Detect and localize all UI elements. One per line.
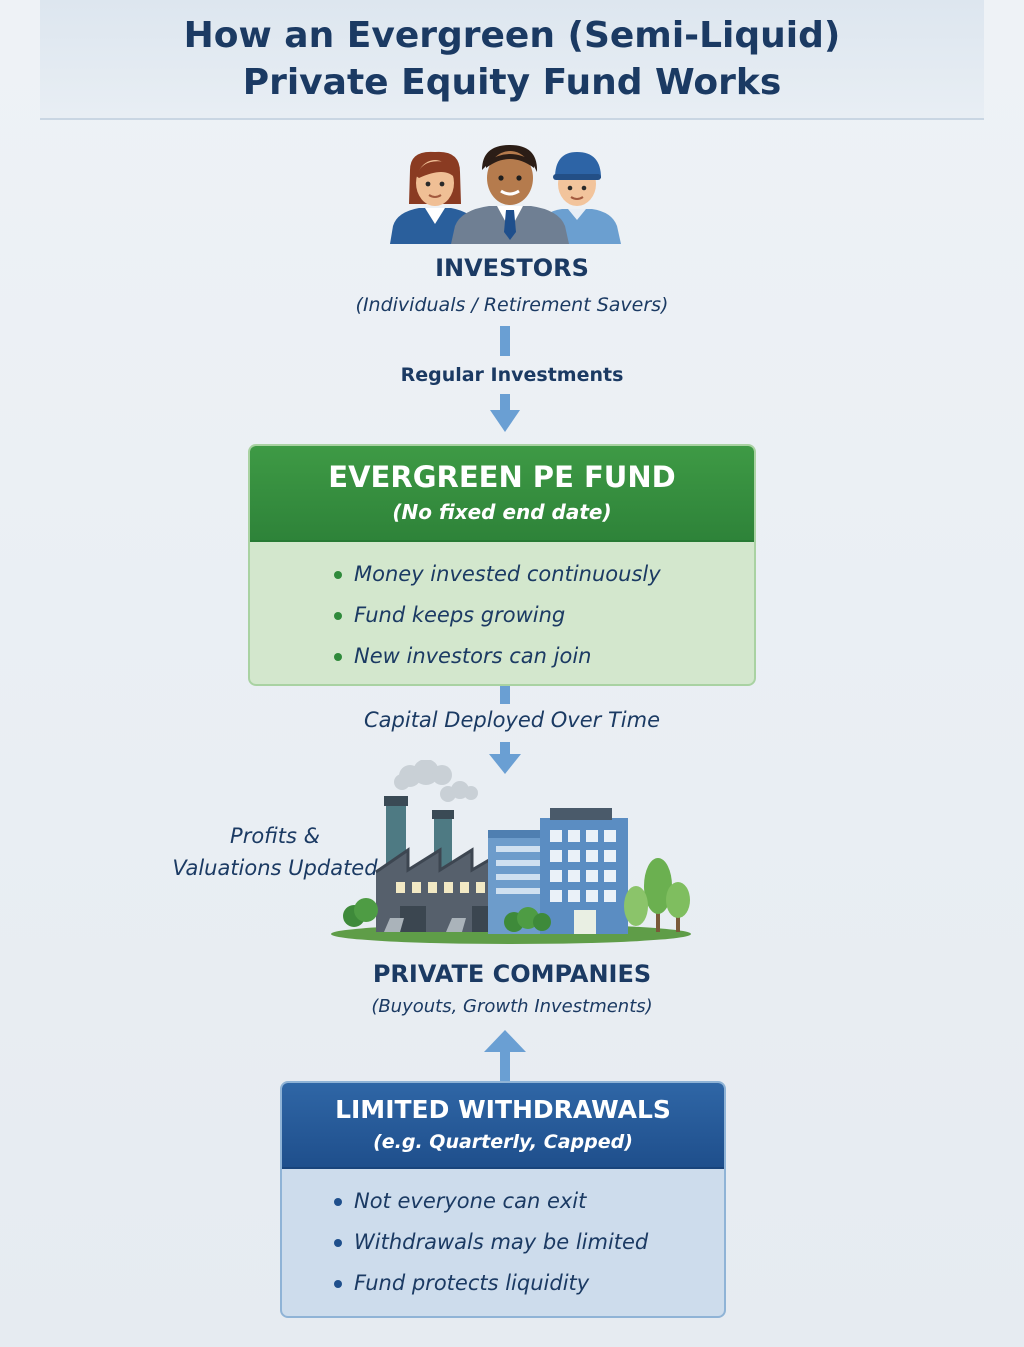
side-label-line1: Profits &: [230, 824, 320, 848]
factory-icon: [375, 796, 507, 932]
evergreen-fund-subtitle: (No fixed end date): [392, 500, 612, 524]
evergreen-fund-box: EVERGREEN PE FUND (No fixed end date) Mo…: [248, 444, 756, 686]
companies-sublabel: (Buyouts, Growth Investments): [371, 996, 653, 1017]
flow-connector-1: [490, 326, 520, 432]
list-item: Money invested continuously: [334, 554, 661, 595]
investor-man-icon: [451, 145, 569, 244]
list-item: New investors can join: [334, 636, 661, 677]
list-item: Not everyone can exit: [334, 1181, 648, 1222]
evergreen-fund-title: EVERGREEN PE FUND: [328, 460, 676, 494]
limited-withdrawals-bullets: Not everyone can exit Withdrawals may be…: [334, 1181, 648, 1304]
investors-sublabel: (Individuals / Retirement Savers): [355, 294, 669, 316]
arrow-down-icon: [490, 410, 520, 432]
flow-connector-2: [489, 686, 521, 774]
evergreen-fund-header: EVERGREEN PE FUND (No fixed end date): [250, 446, 754, 542]
arrow-up-icon: [484, 1030, 526, 1052]
evergreen-fund-bullets: Money invested continuously Fund keeps g…: [334, 554, 661, 677]
side-label-line2: Valuations Updated: [172, 856, 378, 880]
investors-label: INVESTORS: [435, 254, 589, 282]
list-item: Fund keeps growing: [334, 595, 661, 636]
title-band: [40, 0, 984, 120]
tree-icon: [343, 858, 690, 932]
list-item: Fund protects liquidity: [334, 1263, 648, 1304]
flow-label-regular-investments: Regular Investments: [400, 364, 624, 386]
investors-illustration: [390, 145, 621, 244]
limited-withdrawals-title: LIMITED WITHDRAWALS: [335, 1095, 671, 1124]
office-building-icon: [488, 808, 628, 934]
flow-connector-3: [484, 1030, 526, 1082]
flow-label-capital-deployed: Capital Deployed Over Time: [364, 708, 660, 732]
page-title: How an Evergreen (Semi-Liquid) Private E…: [183, 15, 841, 103]
limited-withdrawals-subtitle: (e.g. Quarterly, Capped): [373, 1131, 633, 1153]
arrow-down-icon: [489, 754, 521, 774]
list-item: Withdrawals may be limited: [334, 1222, 648, 1263]
companies-label: PRIVATE COMPANIES: [372, 960, 652, 988]
limited-withdrawals-box: LIMITED WITHDRAWALS (e.g. Quarterly, Cap…: [280, 1081, 726, 1318]
companies-illustration: [331, 760, 691, 944]
limited-withdrawals-header: LIMITED WITHDRAWALS (e.g. Quarterly, Cap…: [282, 1083, 724, 1169]
